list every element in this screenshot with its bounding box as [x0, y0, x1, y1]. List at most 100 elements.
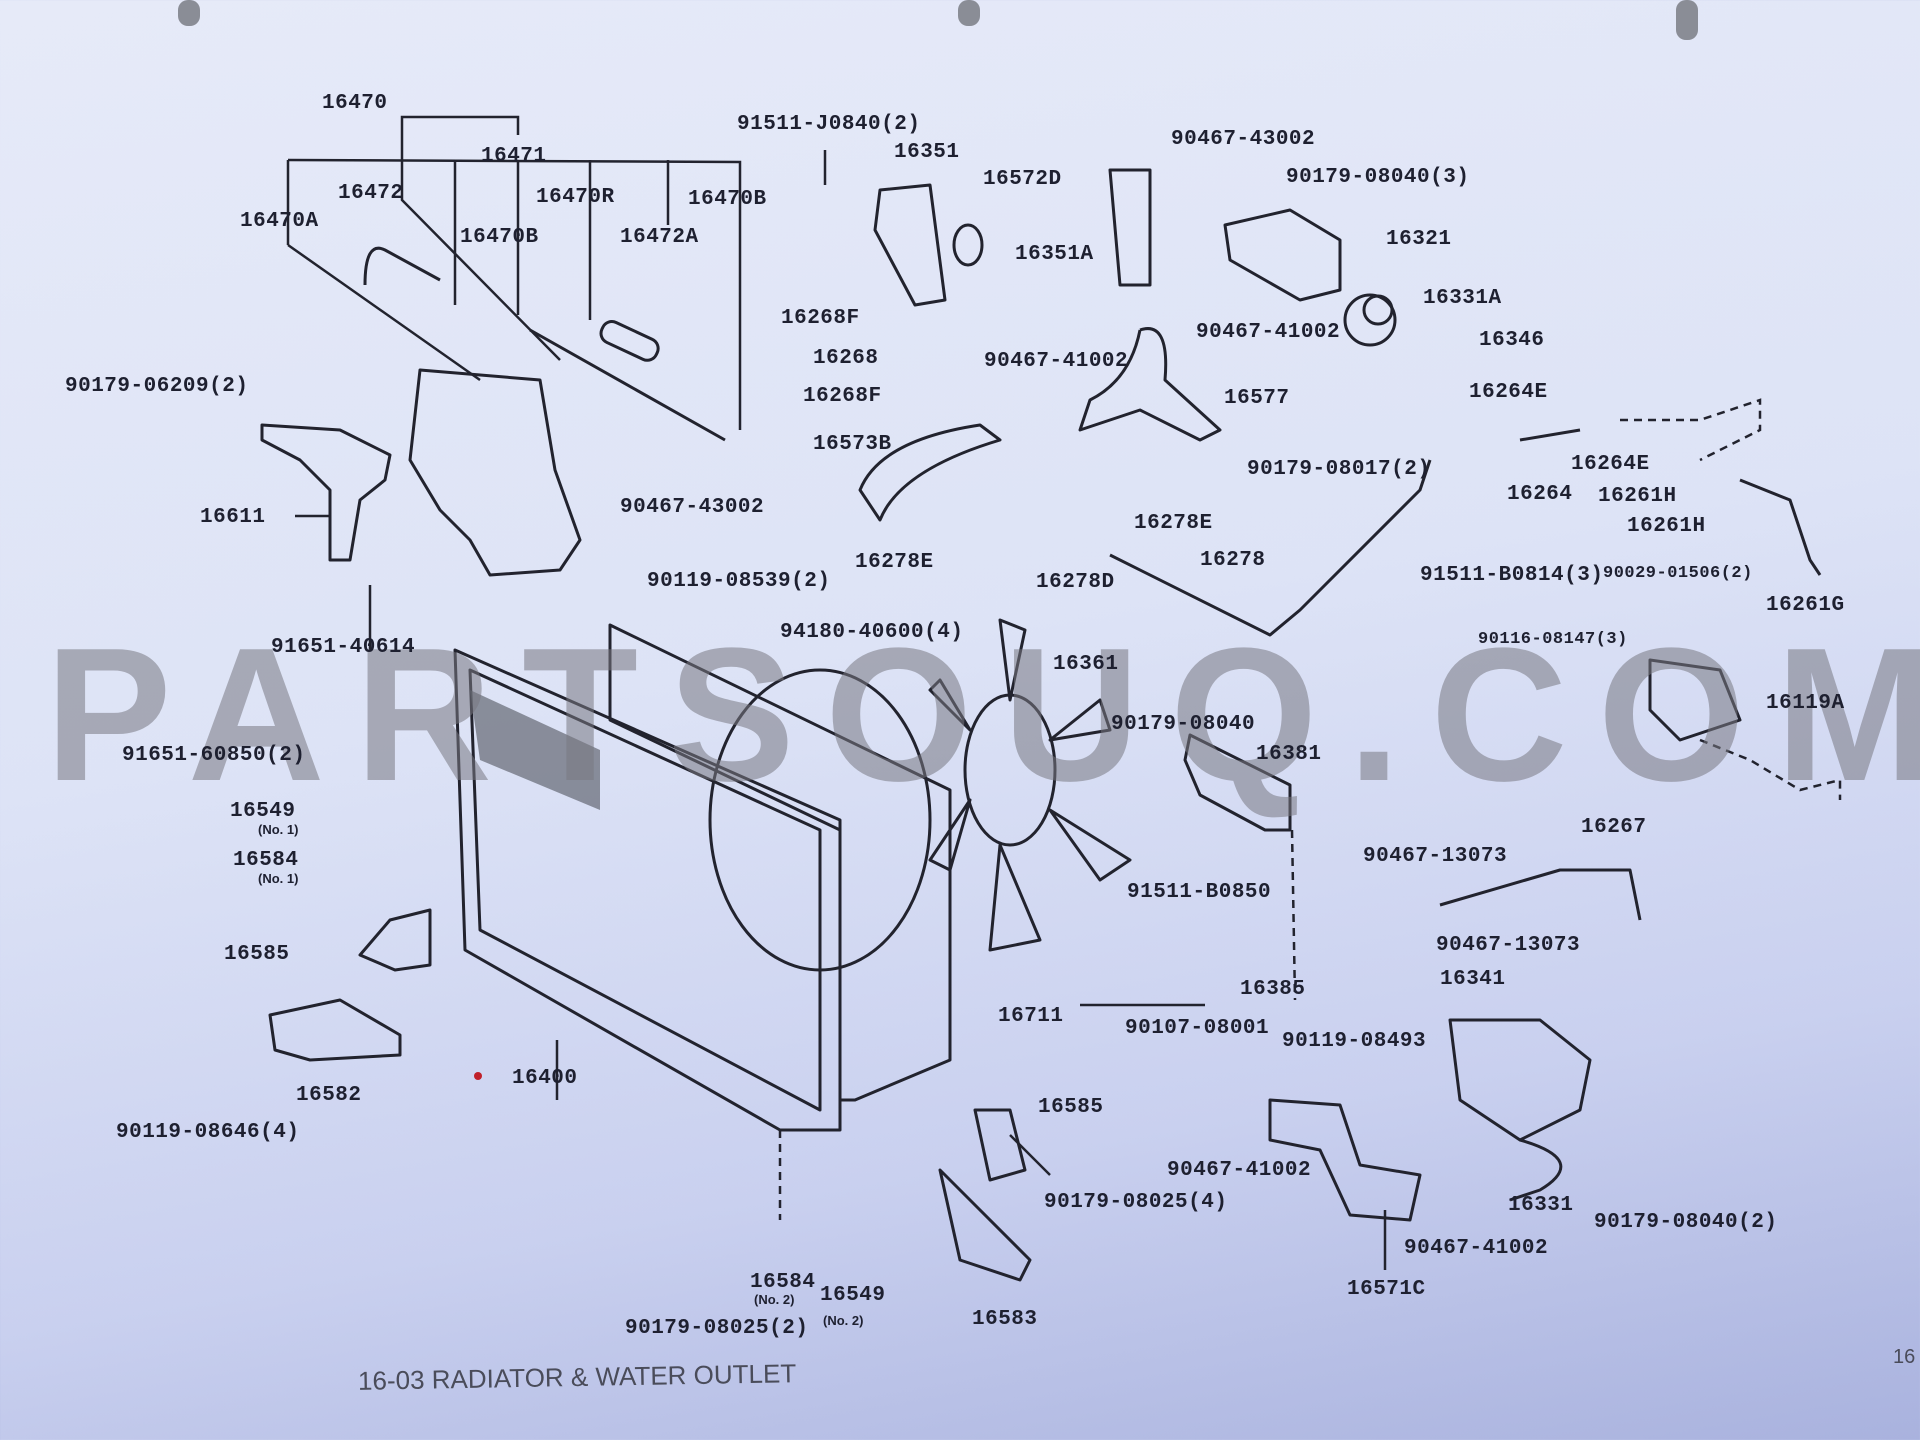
part-label[interactable]: 16261H: [1598, 485, 1677, 508]
part-label[interactable]: 16264E: [1571, 453, 1650, 476]
bracket-16585-lower: [973, 1108, 1027, 1182]
part-label[interactable]: 16278E: [1134, 512, 1213, 535]
part-label[interactable]: 90107-08001: [1125, 1017, 1270, 1040]
part-label[interactable]: 16470R: [536, 186, 615, 209]
part-label[interactable]: 90119-08646(4): [116, 1121, 300, 1144]
part-label[interactable]: 16385: [1240, 978, 1306, 1001]
part-label[interactable]: 90179-08040: [1111, 713, 1256, 736]
gasket-16351A: [952, 223, 984, 267]
red-speck: [474, 1072, 482, 1080]
part-label[interactable]: 16400: [512, 1067, 578, 1090]
part-sublabel: (No. 1): [258, 871, 299, 886]
hose-sleeve: [599, 320, 660, 362]
part-label[interactable]: 90179-08017(2): [1247, 458, 1431, 481]
part-label[interactable]: 16261H: [1627, 515, 1706, 538]
part-label[interactable]: 16573B: [813, 433, 892, 456]
part-label[interactable]: 16278: [1200, 549, 1266, 572]
part-label[interactable]: 91651-40614: [271, 636, 416, 659]
part-label[interactable]: 91651-60850(2): [122, 744, 306, 767]
part-label[interactable]: 91511-J0840(2): [737, 113, 921, 136]
part-label[interactable]: 90179-08040(3): [1286, 166, 1470, 189]
part-label[interactable]: 91511-B0814(3): [1420, 564, 1604, 587]
overflow-tube: [529, 328, 726, 442]
part-label[interactable]: 90179-08040(2): [1594, 1211, 1778, 1234]
part-label[interactable]: 90467-41002: [1404, 1237, 1549, 1260]
part-label[interactable]: 90467-41002: [1196, 321, 1341, 344]
part-label[interactable]: 16267: [1581, 816, 1647, 839]
part-label[interactable]: 16361: [1053, 653, 1119, 676]
part-label[interactable]: 16577: [1224, 387, 1290, 410]
part-label[interactable]: 16584: [750, 1271, 816, 1294]
part-label[interactable]: 90467-41002: [984, 350, 1129, 373]
part-label[interactable]: 16582: [296, 1084, 362, 1107]
part-label[interactable]: 16549: [230, 800, 296, 823]
part-label[interactable]: 16264: [1507, 483, 1573, 506]
part-label[interactable]: 90179-08025(4): [1044, 1191, 1228, 1214]
part-label[interactable]: 16470A: [240, 210, 319, 233]
part-label[interactable]: 90467-41002: [1167, 1159, 1312, 1182]
bracket-16582: [268, 998, 402, 1062]
bypass-pipe-16278: [1109, 459, 1432, 637]
part-label[interactable]: 16711: [998, 1005, 1064, 1028]
part-label[interactable]: 16268: [813, 347, 879, 370]
part-label[interactable]: 16470B: [688, 188, 767, 211]
part-label[interactable]: 16583: [972, 1308, 1038, 1331]
part-label[interactable]: 16321: [1386, 228, 1452, 251]
part-label[interactable]: 16584: [233, 849, 299, 872]
part-label[interactable]: 16351A: [1015, 243, 1094, 266]
part-label[interactable]: 90116-08147(3): [1478, 630, 1628, 649]
part-label[interactable]: 90467-13073: [1436, 934, 1581, 957]
hose-16573B: [858, 423, 1002, 522]
watermark: PARTSOUQ.COM: [45, 609, 1920, 821]
dash-guide: [1620, 398, 1762, 462]
housing-16119A: [1648, 658, 1742, 742]
part-label[interactable]: 16571C: [1347, 1278, 1426, 1301]
part-label[interactable]: 16572D: [983, 168, 1062, 191]
part-label[interactable]: 16346: [1479, 329, 1545, 352]
hose-16331: [1509, 1138, 1563, 1202]
part-sublabel: (No. 2): [754, 1292, 795, 1307]
part-label[interactable]: 16611: [200, 506, 266, 529]
part-label[interactable]: 90467-43002: [620, 496, 765, 519]
part-label[interactable]: 16585: [224, 943, 290, 966]
part-label[interactable]: 16341: [1440, 968, 1506, 991]
reservoir-tank: [408, 368, 582, 577]
part-label[interactable]: 16268F: [781, 307, 860, 330]
part-label[interactable]: 16472A: [620, 226, 699, 249]
part-label[interactable]: 91511-B0850: [1127, 881, 1272, 904]
part-label[interactable]: 16470B: [460, 226, 539, 249]
part-label[interactable]: 90119-08493: [1282, 1030, 1427, 1053]
thermostat-16346: [1343, 293, 1397, 347]
part-label[interactable]: 16472: [338, 182, 404, 205]
part-label[interactable]: 16549: [820, 1284, 886, 1307]
part-label[interactable]: 90467-13073: [1363, 845, 1508, 868]
part-label[interactable]: 16264E: [1469, 381, 1548, 404]
thermostat-seal: [1362, 294, 1394, 326]
cooling-fan: [928, 618, 1132, 952]
hose-16267: [1439, 868, 1642, 921]
reservoir-callout-lines: [286, 115, 742, 430]
part-label[interactable]: 90029-01506(2): [1603, 564, 1753, 583]
part-label[interactable]: 16261G: [1766, 594, 1845, 617]
radiator: [453, 648, 842, 1132]
part-label[interactable]: 16471: [481, 145, 547, 168]
part-label[interactable]: 16351: [894, 141, 960, 164]
part-label[interactable]: 90467-43002: [1171, 128, 1316, 151]
hose-16577: [1078, 327, 1222, 442]
part-label[interactable]: 16585: [1038, 1096, 1104, 1119]
part-label[interactable]: 94180-40600(4): [780, 621, 964, 644]
part-label[interactable]: 16119A: [1766, 692, 1845, 715]
part-label[interactable]: 90179-06209(2): [65, 375, 249, 398]
part-label[interactable]: 16470: [322, 92, 388, 115]
water-outlet-16321: [1223, 208, 1342, 302]
part-label[interactable]: 90179-08025(2): [625, 1317, 809, 1340]
part-label[interactable]: 16278D: [1036, 571, 1115, 594]
part-label[interactable]: 16278E: [855, 551, 934, 574]
part-label[interactable]: 90119-08539(2): [647, 570, 831, 593]
shroud-opening: [708, 668, 932, 972]
part-label[interactable]: 16381: [1256, 743, 1322, 766]
part-label[interactable]: 16268F: [803, 385, 882, 408]
part-label[interactable]: 16331: [1508, 1194, 1574, 1217]
part-label[interactable]: 16331A: [1423, 287, 1502, 310]
water-inlet-16351: [873, 183, 947, 307]
